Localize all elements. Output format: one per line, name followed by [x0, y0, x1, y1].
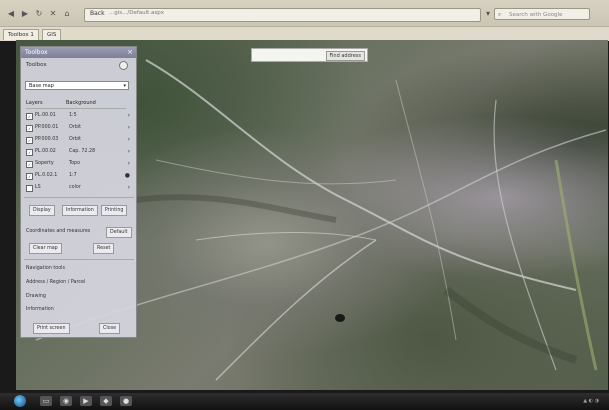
- chevron-down-icon: ▾: [123, 83, 126, 89]
- coordinates-option-label: Coordinates and measures: [26, 229, 91, 234]
- layer-list-header: Layers Background: [26, 98, 126, 109]
- layer-checkbox[interactable]: ✓: [26, 113, 33, 120]
- layer-value: Topo: [69, 161, 81, 166]
- information-label[interactable]: Information: [26, 307, 54, 312]
- layer-name: PP.000.01: [35, 125, 59, 130]
- map-imagery: [35, 59, 607, 381]
- layer-name: LS: [35, 185, 41, 190]
- layer-value: 1:5: [69, 113, 77, 118]
- basemap-select-value: Base map: [29, 83, 54, 89]
- information-button[interactable]: Information: [62, 205, 98, 216]
- browser-search-placeholder: Search with Google: [509, 12, 563, 18]
- layer-action-icon[interactable]: ›: [127, 160, 130, 167]
- app-icon[interactable]: ●: [120, 396, 132, 406]
- layer-name: PL.00.02: [35, 149, 56, 154]
- printing-button[interactable]: Printing: [101, 205, 128, 216]
- layer-checkbox[interactable]: ✓: [26, 137, 33, 144]
- layer-header-col1: Layers: [26, 100, 43, 106]
- coordinates-option-select[interactable]: Default: [106, 227, 132, 238]
- folder-icon[interactable]: ▭: [40, 396, 52, 406]
- layer-action-icon[interactable]: ●: [124, 172, 130, 179]
- reload-icon[interactable]: ↻: [35, 9, 43, 18]
- address-region-parcel-label[interactable]: Address / Region / Parcel: [26, 280, 86, 285]
- app-icon[interactable]: ◆: [100, 396, 112, 406]
- divider: [24, 259, 134, 260]
- reset-button[interactable]: Reset: [93, 243, 115, 254]
- layer-name: PL.0.02.1: [35, 173, 58, 178]
- navigation-tools-label[interactable]: Navigation tools: [26, 266, 65, 271]
- tab-toolbox[interactable]: Toolbox 1: [3, 29, 39, 40]
- divider: [24, 197, 134, 198]
- layer-checkbox[interactable]: ✓: [26, 125, 33, 132]
- layer-value: Orbit: [69, 125, 82, 130]
- layer-row[interactable]: ✓PP.000.03 Orbit ›: [26, 135, 130, 144]
- layer-header-col2: Background: [66, 100, 96, 106]
- display-button[interactable]: Display: [29, 205, 55, 216]
- address-url: ...gis.../Default.aspx: [109, 10, 165, 16]
- browser-toolbar: ◀ ▶ ↻ ✕ ⌂ Back ...gis.../Default.aspx ▾ …: [0, 0, 609, 41]
- browser-search-field[interactable]: ⌕ Search with Google: [494, 8, 590, 20]
- layer-value: Orbit: [69, 137, 82, 142]
- layer-name: PP.000.03: [35, 137, 59, 142]
- toolbox-sub-label: Toolbox: [26, 62, 47, 68]
- layer-value: 1:7: [69, 173, 77, 178]
- layer-action-icon[interactable]: ›: [127, 112, 130, 119]
- search-icon: ⌕: [498, 12, 502, 18]
- tab-gis[interactable]: GIS: [42, 29, 62, 40]
- layer-row[interactable]: LS color ›: [26, 183, 130, 192]
- close-icon[interactable]: ×: [127, 48, 133, 56]
- map-address-search: Find address: [251, 48, 368, 62]
- layer-checkbox[interactable]: [26, 185, 33, 192]
- layer-row[interactable]: ✓PP.000.01 Orbit ›: [26, 123, 130, 132]
- layer-value: Cap. 72.28: [69, 149, 96, 154]
- address-back-label: Back: [90, 10, 105, 17]
- layer-action-icon[interactable]: ›: [127, 184, 130, 191]
- layer-checkbox[interactable]: ✓: [26, 161, 33, 168]
- toolbox-panel: Toolbox × Toolbox Base map ▾ Layers Back…: [20, 46, 137, 338]
- layer-value: color: [69, 185, 81, 190]
- forward-arrow-icon[interactable]: ▶: [21, 9, 29, 18]
- layer-row[interactable]: ✓PL.00.02 Cap. 72.28 ›: [26, 147, 130, 156]
- layer-name: PL.00.01: [35, 113, 56, 118]
- browser-icon[interactable]: ◉: [60, 396, 72, 406]
- system-tray: ▲ ◐ ◑: [583, 398, 599, 404]
- toolbox-header[interactable]: Toolbox ×: [21, 47, 136, 58]
- layer-row[interactable]: ✓PL.00.01 1:5 ›: [26, 111, 130, 120]
- drawing-label[interactable]: Drawing: [26, 294, 46, 299]
- layer-checkbox[interactable]: ✓: [26, 173, 33, 180]
- tab-strip: Toolbox 1 GIS: [0, 26, 609, 41]
- basemap-select[interactable]: Base map ▾: [25, 81, 129, 90]
- address-search-input[interactable]: [254, 51, 316, 59]
- layer-row[interactable]: ✓PL.0.02.1 1:7 ●: [26, 171, 130, 180]
- back-arrow-icon[interactable]: ◀: [7, 9, 15, 18]
- layer-action-icon[interactable]: ›: [127, 148, 130, 155]
- stop-icon[interactable]: ✕: [49, 9, 57, 18]
- menu-icon[interactable]: ▾: [485, 9, 490, 18]
- toolbox-title: Toolbox: [25, 49, 48, 56]
- os-taskbar: ▭ ◉ ▶ ◆ ● ▲ ◐ ◑: [0, 393, 609, 410]
- layer-checkbox[interactable]: ✓: [26, 149, 33, 156]
- close-panel-button[interactable]: Close: [99, 323, 121, 334]
- layer-name: Soperty: [35, 161, 54, 166]
- start-button-icon[interactable]: [14, 395, 26, 407]
- collapse-toggle-icon[interactable]: [119, 61, 128, 70]
- address-bar[interactable]: Back ...gis.../Default.aspx: [84, 8, 481, 22]
- clear-map-button[interactable]: Clear map: [29, 243, 62, 254]
- media-icon[interactable]: ▶: [80, 396, 92, 406]
- layer-action-icon[interactable]: ›: [127, 136, 130, 143]
- home-icon[interactable]: ⌂: [64, 9, 70, 18]
- find-address-button[interactable]: Find address: [325, 51, 365, 61]
- layer-action-icon[interactable]: ›: [127, 124, 130, 131]
- layer-row[interactable]: ✓Soperty Topo ›: [26, 159, 130, 168]
- print-screen-button[interactable]: Print screen: [33, 323, 70, 334]
